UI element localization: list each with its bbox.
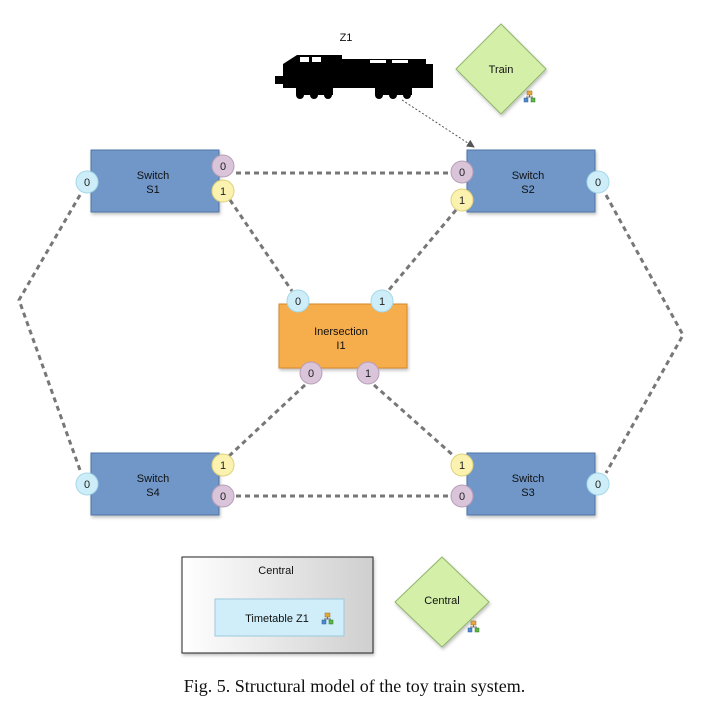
switch-s2-port-b[interactable]: 1: [450, 188, 474, 212]
switch-s4-port-c[interactable]: 0: [211, 484, 235, 508]
port-label: 1: [459, 195, 465, 207]
port-label: 1: [365, 368, 371, 380]
structural-model-diagram: Z1 Train Switch S1: [17, 23, 685, 654]
switch-s1-port-c[interactable]: 1: [211, 179, 235, 203]
connection-i1-s3: [373, 383, 456, 459]
switch-s4-id: S4: [146, 487, 159, 499]
switch-s1-port-b[interactable]: 0: [211, 154, 235, 178]
timetable-label: Timetable Z1: [245, 613, 309, 625]
port-label: 0: [84, 479, 90, 491]
intersection-i1[interactable]: Inersection I1: [278, 303, 408, 369]
intersection-port-top-left[interactable]: 0: [286, 289, 310, 313]
switch-s1-id: S1: [146, 184, 159, 196]
switch-s2-id: S2: [521, 184, 534, 196]
switch-s3-port-a[interactable]: 1: [450, 453, 474, 477]
connection-s1-i1: [228, 199, 294, 292]
hierarchy-icon: [321, 612, 334, 625]
port-label: 0: [308, 368, 314, 380]
port-label: 0: [595, 479, 601, 491]
central-type-diamond[interactable]: Central: [394, 556, 490, 648]
intersection-port-top-right[interactable]: 1: [370, 289, 394, 313]
port-label: 0: [220, 161, 226, 173]
port-label: 0: [220, 491, 226, 503]
train-type-label: Train: [489, 64, 514, 76]
port-label: 0: [295, 296, 301, 308]
intersection-port-bottom-right[interactable]: 1: [356, 361, 380, 385]
switch-s1[interactable]: Switch S1: [90, 149, 220, 213]
train-type-diamond[interactable]: Train: [455, 23, 547, 115]
port-label: 1: [459, 460, 465, 472]
switch-s2[interactable]: Switch S2: [466, 149, 596, 213]
train-label: Z1: [340, 32, 353, 44]
port-label: 1: [379, 296, 385, 308]
hierarchy-icon: [467, 620, 480, 633]
switch-s3-port-c[interactable]: 0: [586, 472, 610, 496]
switch-s4-port-b[interactable]: 1: [211, 453, 235, 477]
switch-s2-port-c[interactable]: 0: [586, 170, 610, 194]
switch-s1-title: Switch: [137, 170, 169, 182]
switch-s1-port-a[interactable]: 0: [75, 170, 99, 194]
intersection-id: I1: [336, 340, 345, 352]
switch-s4[interactable]: Switch S4: [90, 452, 220, 516]
switch-s2-port-a[interactable]: 0: [450, 160, 474, 184]
port-label: 1: [220, 460, 226, 472]
switch-s4-title: Switch: [137, 473, 169, 485]
switch-s3-title: Switch: [512, 473, 544, 485]
switch-s4-port-a[interactable]: 0: [75, 472, 99, 496]
switch-s2-title: Switch: [512, 170, 544, 182]
switch-s3-id: S3: [521, 487, 534, 499]
intersection-title: Inersection: [314, 326, 368, 338]
switch-s3-port-b[interactable]: 0: [450, 484, 474, 508]
connection-i1-s4: [226, 383, 307, 459]
central-type-label: Central: [424, 595, 459, 607]
switch-s3[interactable]: Switch S3: [466, 452, 596, 516]
train-to-switch-s2-arrow: [401, 99, 475, 148]
port-label: 0: [84, 177, 90, 189]
connection-s2-i1: [386, 209, 458, 292]
intersection-port-bottom-left[interactable]: 0: [299, 361, 323, 385]
timetable-z1[interactable]: Timetable Z1: [214, 598, 345, 637]
locomotive-icon: [275, 55, 433, 99]
figure-caption: Fig. 5. Structural model of the toy trai…: [183, 676, 526, 696]
port-label: 0: [595, 177, 601, 189]
track-connections: [17, 171, 685, 498]
port-label: 0: [459, 167, 465, 179]
connection-s2-s3: [604, 194, 685, 474]
hierarchy-icon: [523, 90, 536, 103]
port-label: 1: [220, 186, 226, 198]
port-label: 0: [459, 491, 465, 503]
connection-s1-s4: [17, 194, 82, 471]
central-title: Central: [258, 565, 293, 577]
